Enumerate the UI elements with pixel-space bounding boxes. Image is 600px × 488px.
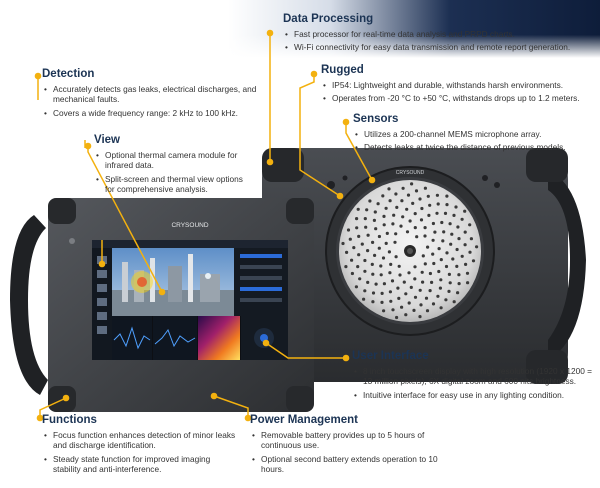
bullet: 8 inch touchscreen display with high res… (354, 366, 592, 387)
bullet: IP54: Lightweight and durable, withstand… (323, 80, 596, 91)
microphone-array-grill (341, 182, 479, 320)
bullet: Operates from -20 °C to +50 °C, withstan… (323, 93, 596, 104)
callout-connectors (34, 29, 376, 422)
bullet: Optional second battery extends operatio… (252, 454, 460, 475)
bullet: Utilizes a 200-channel MEMS microphone a… (355, 129, 588, 140)
section-title: Data Processing (283, 13, 374, 25)
front-device: CRYSOUND (48, 198, 314, 412)
bullet: Fast processor for real-time data analys… (285, 29, 593, 40)
section-view: View Optional thermal camera module for … (94, 134, 254, 197)
bullet: Split-screen and thermal view options fo… (96, 174, 254, 195)
section-title: Rugged (321, 64, 364, 76)
front-strap (10, 215, 48, 395)
section-data-processing: Data Processing Fast processor for real-… (283, 13, 593, 56)
bullet: Detects leaks at twice the distance of p… (355, 142, 588, 153)
section-detection: Detection Accurately detects gas leaks, … (42, 68, 262, 121)
bullet: Wi-Fi connectivity for easy data transmi… (285, 42, 593, 53)
section-user-interface: User Interface 8 inch touchscreen displa… (352, 350, 592, 403)
bullet: Optional thermal camera module for infra… (96, 150, 254, 171)
section-functions: Functions Focus function enhances detect… (42, 414, 237, 477)
bullet: Removable battery provides up to 5 hours… (252, 430, 460, 451)
section-title: Detection (42, 68, 95, 80)
bullet: Steady state function for improved imagi… (44, 454, 237, 475)
section-title: Power Management (250, 414, 358, 426)
section-power-management: Power Management Removable battery provi… (250, 414, 460, 477)
front-brand-label: CRYSOUND (171, 222, 208, 229)
section-title: Sensors (353, 113, 399, 125)
bullet: Focus function enhances detection of min… (44, 430, 237, 451)
bullet: Intuitive interface for easy use in any … (354, 390, 592, 401)
bullet: Covers a wide frequency range: 2 kHz to … (44, 108, 262, 119)
section-title: User Interface (352, 350, 429, 362)
ring-brand-label: CRYSOUND (396, 170, 425, 176)
bullet: Accurately detects gas leaks, electrical… (44, 84, 262, 105)
section-sensors: Sensors Utilizes a 200-channel MEMS micr… (353, 113, 588, 156)
section-title: View (94, 134, 120, 146)
section-title: Functions (42, 414, 97, 426)
section-rugged: Rugged IP54: Lightweight and durable, wi… (321, 64, 596, 107)
back-device: CRYSOUND (262, 148, 586, 384)
